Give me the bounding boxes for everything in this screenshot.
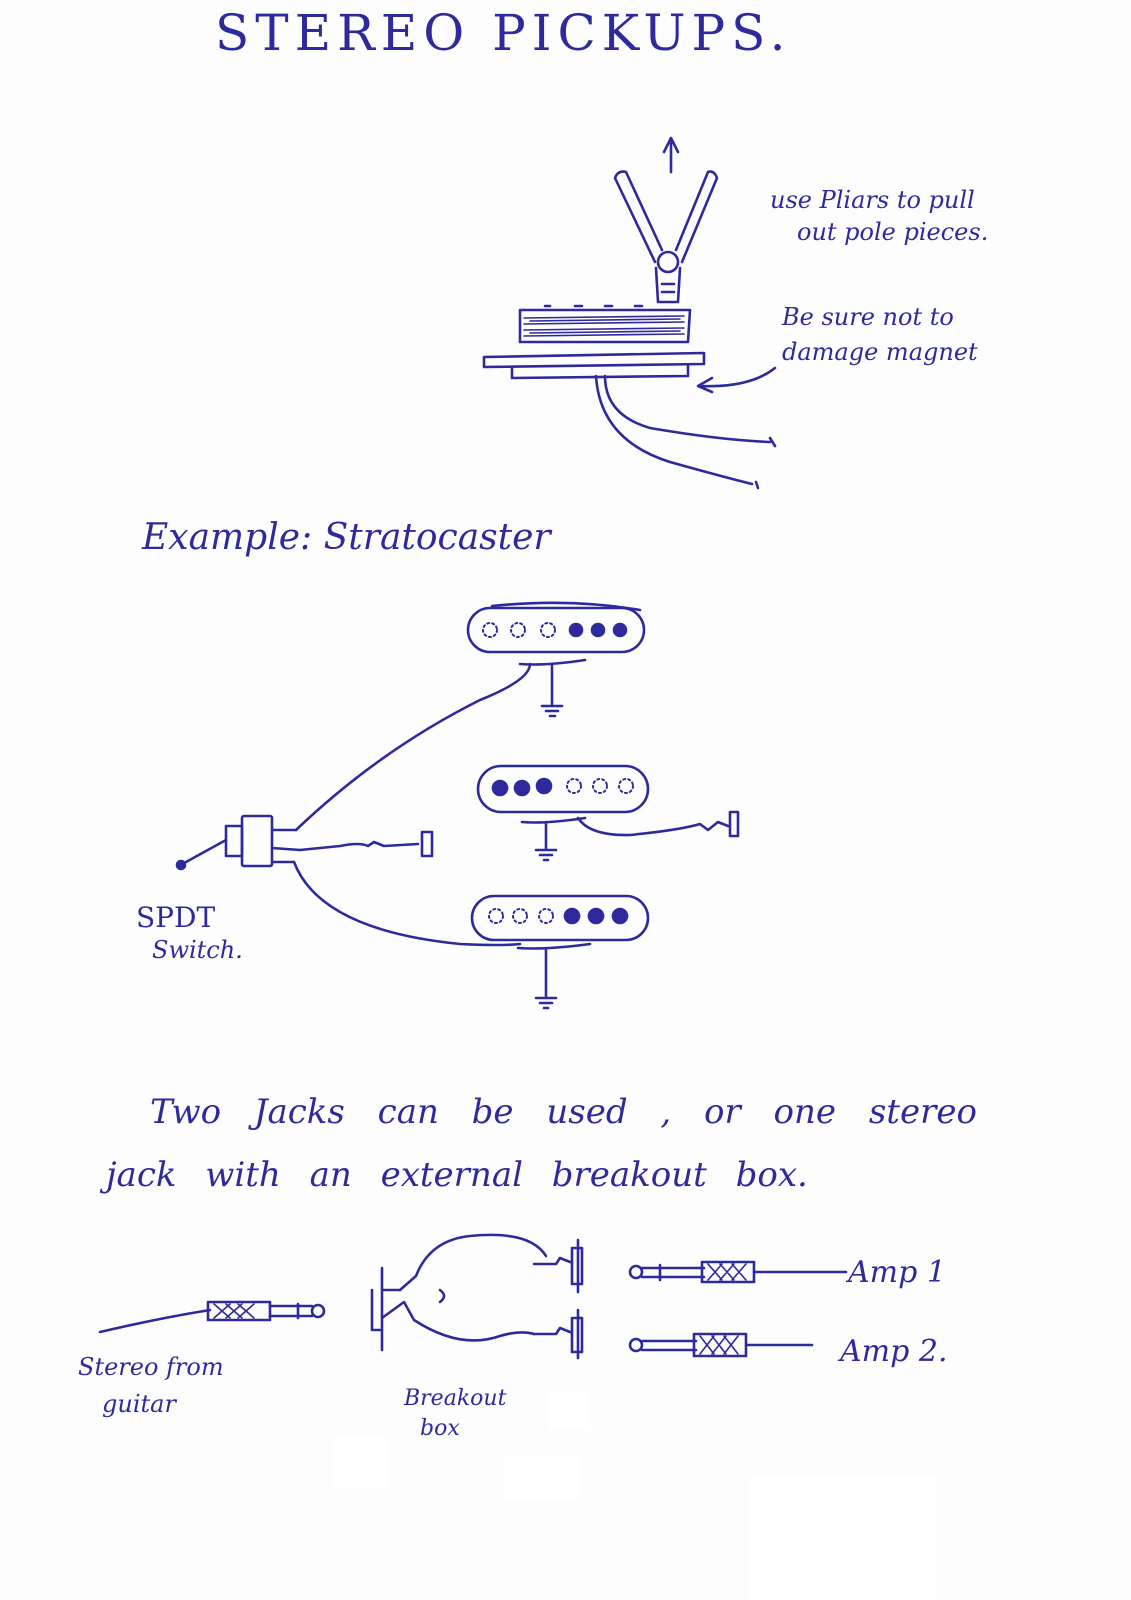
pliars-note-line2: out pole pieces. bbox=[797, 218, 989, 246]
spdt-switch-lever bbox=[184, 838, 228, 864]
guitar-plug-body bbox=[206, 1300, 272, 1322]
switch-to-neck-wire bbox=[294, 662, 532, 832]
pickup-lead-wire-2 bbox=[594, 374, 760, 490]
breakout-box-label-line2: box bbox=[420, 1416, 460, 1441]
bridge-ground-wire bbox=[516, 942, 592, 1010]
amp2-plug-sleeve bbox=[640, 1339, 698, 1352]
middle-ground-wire bbox=[520, 816, 587, 862]
switch-to-bridge-wire bbox=[292, 860, 522, 947]
amp1-plug-hatch bbox=[707, 1263, 747, 1281]
breakout-box-label-line1: Breakout bbox=[404, 1386, 507, 1411]
breakout-lower-wire bbox=[380, 1300, 536, 1342]
magnet-note-line2: damage magnet bbox=[782, 338, 978, 366]
guitar-plug-sleeve bbox=[268, 1302, 314, 1320]
redaction-patch bbox=[548, 1392, 590, 1430]
amp1-plug-tip bbox=[628, 1264, 644, 1280]
neck-ground-wire bbox=[518, 658, 587, 718]
spdt-label: SPDT bbox=[136, 901, 216, 934]
amp2-label: Amp 2. bbox=[840, 1334, 948, 1369]
middle-pole-pieces-hollow bbox=[566, 778, 634, 794]
amp2-plug-tip bbox=[628, 1337, 644, 1353]
breakout-upper-wire bbox=[398, 1233, 548, 1304]
pickup-lead-wire-1 bbox=[603, 374, 777, 448]
pickup-base-plate bbox=[482, 351, 706, 369]
magnet-note-line1: Be sure not to bbox=[782, 303, 954, 331]
pliers-handle-left bbox=[613, 170, 664, 264]
spdt-switch-body bbox=[240, 814, 274, 868]
jacks-sentence-line1: Two Jacks can be used , or one stereo bbox=[150, 1092, 977, 1132]
pliers-pivot bbox=[656, 250, 680, 274]
neck-pole-pieces-hollow bbox=[482, 622, 556, 638]
bridge-pole-pieces-solid bbox=[563, 907, 629, 925]
pliers-pickup-illustration bbox=[482, 136, 777, 490]
coil-winding-lines bbox=[523, 315, 685, 337]
pull-up-arrow bbox=[662, 136, 680, 174]
guitar-cable bbox=[98, 1308, 212, 1334]
example-heading: Example: Stratocaster bbox=[142, 517, 551, 558]
middle-pickup bbox=[476, 764, 650, 814]
amp2-plug-hatch bbox=[699, 1335, 739, 1355]
middle-output-jack-lead bbox=[576, 810, 740, 838]
redaction-patch bbox=[333, 1436, 389, 1488]
switch-output-jack-lead bbox=[298, 830, 434, 858]
guitar-plug-hatch bbox=[213, 1303, 255, 1319]
jacks-sentence-line2: jack with an external breakout box. bbox=[106, 1155, 808, 1195]
page-title: STEREO PICKUPS. bbox=[215, 4, 792, 62]
pickup-magnet-bottom bbox=[510, 363, 690, 380]
breakout-out-jack-1 bbox=[532, 1238, 584, 1294]
breakout-out-jack-2 bbox=[532, 1308, 584, 1360]
pliars-note-line1: use Pliars to pull bbox=[770, 186, 975, 214]
spdt-switch-collar bbox=[224, 824, 244, 858]
spdt-switch-lever-tip bbox=[175, 859, 187, 871]
middle-pole-pieces-solid bbox=[491, 777, 553, 797]
pickup-bobbin-top bbox=[518, 308, 692, 344]
switch-label: Switch. bbox=[152, 936, 243, 964]
pliers-jaws bbox=[654, 266, 682, 304]
neck-pole-pieces-solid bbox=[568, 622, 628, 638]
neck-pickup bbox=[466, 606, 646, 654]
guitar-plug-tip bbox=[310, 1303, 326, 1319]
pliers-handle-right bbox=[674, 170, 719, 264]
bridge-pole-pieces-hollow bbox=[488, 908, 554, 924]
neck-pickup-top-curve bbox=[490, 601, 642, 612]
stratocaster-wiring bbox=[175, 601, 740, 1010]
redaction-patch bbox=[505, 1457, 581, 1501]
bridge-pickup bbox=[470, 894, 650, 942]
magnet-pointer-arrow bbox=[696, 366, 777, 394]
redaction-patch bbox=[750, 1476, 936, 1600]
stereo-source-label-line2: guitar bbox=[102, 1390, 176, 1418]
breakout-diagram bbox=[98, 1233, 848, 1360]
amp1-plug-sleeve bbox=[640, 1263, 706, 1282]
amp1-label: Amp 1 bbox=[848, 1255, 946, 1290]
spdt-switch-lugs bbox=[270, 828, 302, 864]
stereo-source-label-line1: Stereo from bbox=[78, 1353, 224, 1381]
breakout-input-jack bbox=[370, 1266, 402, 1352]
